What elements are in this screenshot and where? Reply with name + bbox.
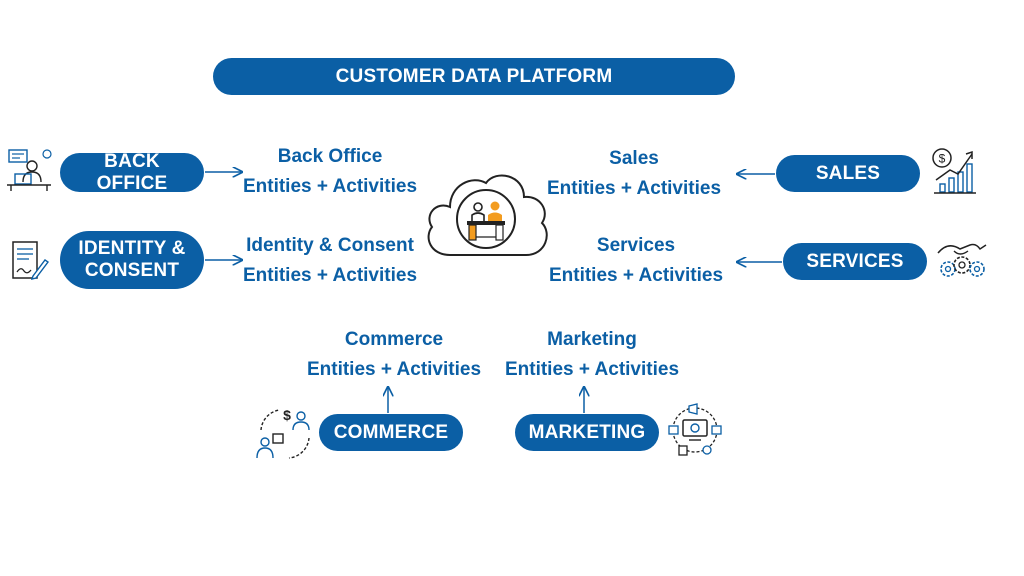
commerce-exchange-icon: $	[256, 407, 310, 459]
identity-consent-label: Identity & Consent Entities + Activities	[242, 235, 418, 286]
commerce-label: Commerce Entities + Activities	[306, 329, 482, 380]
cloud-people-icon	[427, 174, 548, 256]
sales-label: Sales Entities + Activities	[546, 148, 722, 199]
svg-text:$: $	[939, 152, 946, 166]
marketing-label: Marketing Entities + Activities	[504, 329, 680, 380]
marketing-pill: MARKETING	[515, 414, 659, 451]
back-office-pill: BACK OFFICE	[60, 151, 204, 194]
sales-growth-icon: $	[932, 148, 976, 194]
document-sign-icon	[12, 241, 49, 280]
services-pill: SERVICES	[783, 243, 927, 280]
services-label: Services Entities + Activities	[548, 235, 724, 286]
svg-text:$: $	[283, 407, 291, 423]
title-text: CUSTOMER DATA PLATFORM	[335, 65, 613, 87]
commerce-pill: COMMERCE	[319, 414, 463, 451]
service-gears-icon	[937, 243, 987, 277]
sales-pill: SALES	[776, 155, 920, 192]
office-worker-icon	[7, 149, 52, 191]
title-banner: CUSTOMER DATA PLATFORM	[213, 58, 735, 95]
back-office-label: Back Office Entities + Activities	[242, 146, 418, 197]
marketing-monitor-icon	[668, 403, 722, 456]
identity-consent-pill: IDENTITY & CONSENT	[60, 231, 204, 289]
